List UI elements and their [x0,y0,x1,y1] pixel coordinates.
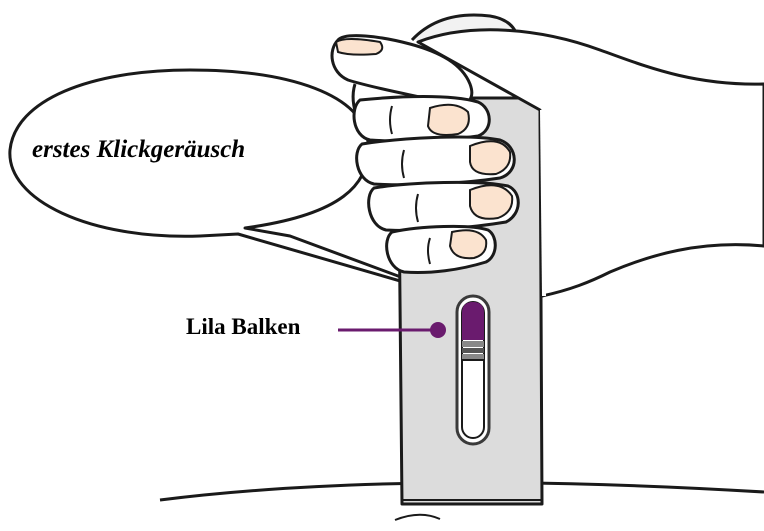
purple-bar [462,302,484,340]
hand-icon [332,15,764,296]
speech-bubble-text: erstes Klickgeräusch [32,136,245,164]
callout-dot-icon [430,322,446,338]
callout-label: Lila Balken [186,314,300,340]
